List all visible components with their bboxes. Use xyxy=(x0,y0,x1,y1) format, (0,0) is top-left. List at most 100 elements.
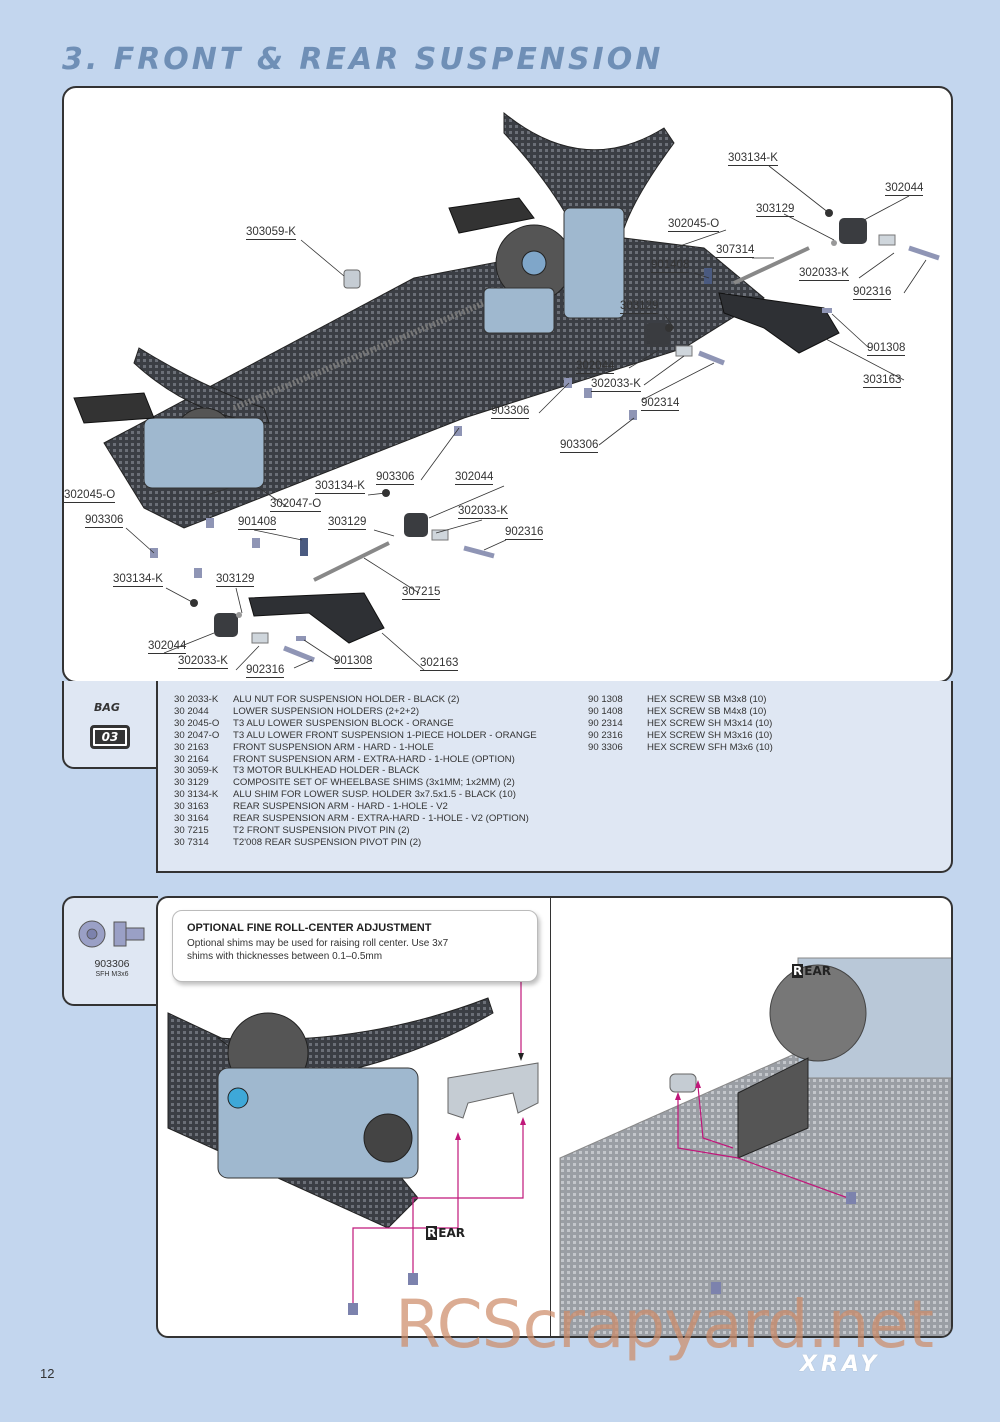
rear-holder-b xyxy=(644,323,670,347)
parts-row: 30 2044 LOWER SUSPENSION HOLDERS (2+2+2) xyxy=(174,706,537,718)
parts-row: 30 2033-K ALU NUT FOR SUSPENSION HOLDER -… xyxy=(174,694,537,706)
leader-lines xyxy=(125,165,927,671)
roll-center-panel: OPTIONAL FINE ROLL-CENTER ADJUSTMENT Opt… xyxy=(156,896,953,1338)
part-code: 30 2164 xyxy=(174,753,209,765)
part-code: 90 1308 xyxy=(588,694,623,705)
front-screw-a xyxy=(463,545,495,559)
hardware-tab: 903306 SFH M3x6 xyxy=(62,896,158,1006)
rear-pivot-pin xyxy=(733,246,810,285)
exploded-diagram-panel: 303134-K 302044 303129 303059-K 302045-O… xyxy=(62,86,953,683)
callout-303129: 303129 xyxy=(756,203,795,217)
front-holder-a xyxy=(404,513,428,537)
callout-302033-k-d: 302033-K xyxy=(178,655,228,669)
callout-302163: 302163 xyxy=(420,657,459,671)
bag-label: BAG xyxy=(94,701,120,714)
parts-row: 90 2314 HEX SCREW SH M3x14 (10) xyxy=(588,718,773,730)
part-desc: HEX SCREW SB M3x8 (10) xyxy=(647,694,767,705)
part-code: 30 3059-K xyxy=(174,765,219,777)
parts-list: 30 2033-K ALU NUT FOR SUSPENSION HOLDER -… xyxy=(156,681,953,873)
bag-tab: BAG 03 xyxy=(62,681,158,769)
part-code: 30 3134-K xyxy=(174,789,219,801)
callout-902316: 902316 xyxy=(853,286,892,300)
callout-302045-o-b: 302045-O xyxy=(64,489,116,503)
panel-divider xyxy=(550,898,551,1336)
hardware-code: 903306 xyxy=(94,958,130,970)
callout-901308: 901308 xyxy=(867,342,906,356)
callout-903306-d: 903306 xyxy=(85,514,124,528)
front-screw-b xyxy=(283,645,315,663)
rear-alu-nut-a xyxy=(878,234,896,246)
right-chassis-plate xyxy=(559,1047,951,1336)
part-code: 30 2033-K xyxy=(174,694,219,705)
parts-list-left: 30 2033-K ALU NUT FOR SUSPENSION HOLDER -… xyxy=(174,694,537,849)
part-code: 90 1408 xyxy=(588,705,623,717)
left-arrows xyxy=(352,973,524,1303)
callout-307314: 307314 xyxy=(716,244,755,258)
callout-303134-k: 303134-K xyxy=(728,152,778,166)
part-desc: T3 ALU LOWER FRONT SUSPENSION 1-PIECE HO… xyxy=(233,729,537,741)
callout-303163: 303163 xyxy=(863,374,902,388)
part-desc: FRONT SUSPENSION ARM - EXTRA-HARD - 1-HO… xyxy=(233,753,515,765)
roll-center-note: OPTIONAL FINE ROLL-CENTER ADJUSTMENT Opt… xyxy=(172,910,538,982)
front-shock-tower xyxy=(133,347,270,424)
brand-logo: XRAY xyxy=(800,1352,881,1377)
callout-303134-k-c: 303134-K xyxy=(113,573,163,587)
part-code: 30 2045-O xyxy=(174,717,220,729)
screw-icon xyxy=(78,920,145,948)
part-code: 30 3164 xyxy=(174,813,209,825)
front-arm-mounted xyxy=(73,392,155,424)
note-title: OPTIONAL FINE ROLL-CENTER ADJUSTMENT xyxy=(187,922,432,934)
part-code: 90 2314 xyxy=(588,717,623,729)
part-desc: REAR SUSPENSION ARM - EXTRA-HARD - 1-HOL… xyxy=(233,813,529,825)
part-desc: HEX SCREW SH M3x16 (10) xyxy=(647,729,773,741)
parts-row: 90 1308 HEX SCREW SB M3x8 (10) xyxy=(588,694,773,706)
part-desc: COMPOSITE SET OF WHEELBASE SHIMS (3x1MM;… xyxy=(233,777,515,789)
callout-302045-o: 302045-O xyxy=(668,218,720,232)
part-code: 30 7215 xyxy=(174,824,209,836)
callout-901408-b: 901408 xyxy=(238,516,277,530)
front-alu-nut-a xyxy=(431,529,449,541)
motor-bulkhead-holder xyxy=(737,1057,809,1159)
callout-302044: 302044 xyxy=(885,182,924,196)
callout-302033-k: 302033-K xyxy=(799,267,849,281)
part-desc: T3 MOTOR BULKHEAD HOLDER - BLACK xyxy=(233,765,420,777)
front-alu-nut-b xyxy=(251,632,269,644)
part-desc: ALU NUT FOR SUSPENSION HOLDER - BLACK (2… xyxy=(233,694,460,705)
callout-903306-c: 903306 xyxy=(376,471,415,485)
front-bulkhead xyxy=(143,417,265,489)
callout-902316-c: 902316 xyxy=(246,664,285,678)
callout-902316-b: 902316 xyxy=(505,526,544,540)
hardware-desc: SFH M3x6 xyxy=(95,971,129,978)
callout-303134-k-b: 303134-K xyxy=(315,480,365,494)
callout-302047-o: 302047-O xyxy=(270,498,322,512)
roll-center-drawing xyxy=(167,917,951,1336)
callout-302044-d: 302044 xyxy=(148,640,187,654)
callout-302033-k-c: 302033-K xyxy=(458,505,508,519)
callout-903306-b: 903306 xyxy=(560,439,599,453)
part-desc: FRONT SUSPENSION ARM - HARD - 1-HOLE xyxy=(233,741,434,753)
front-suspension-arm xyxy=(248,592,385,644)
part-desc: REAR SUSPENSION ARM - HARD - 1-HOLE - V2 xyxy=(233,801,448,813)
part-desc: LOWER SUSPENSION HOLDERS (2+2+2) xyxy=(233,705,420,717)
part-desc: HEX SCREW SH M3x14 (10) xyxy=(647,717,773,729)
note-text: Optional shims may be used for raising r… xyxy=(187,938,449,962)
callout-303129-d: 303129 xyxy=(216,573,255,587)
rear-shock-tower xyxy=(503,111,675,279)
rear-arm-mounted xyxy=(448,197,535,234)
front-holder-b xyxy=(214,613,238,637)
watermark: RCScrapyard.net xyxy=(395,1286,934,1363)
part-desc: T2'008 REAR SUSPENSION PIVOT PIN (2) xyxy=(233,836,422,848)
part-code: 30 2044 xyxy=(174,705,209,717)
left-holder-part xyxy=(447,1062,539,1119)
part-code: 30 3163 xyxy=(174,801,209,813)
right-holder-part xyxy=(669,1073,697,1093)
callout-901308-b: 901308 xyxy=(334,655,373,669)
